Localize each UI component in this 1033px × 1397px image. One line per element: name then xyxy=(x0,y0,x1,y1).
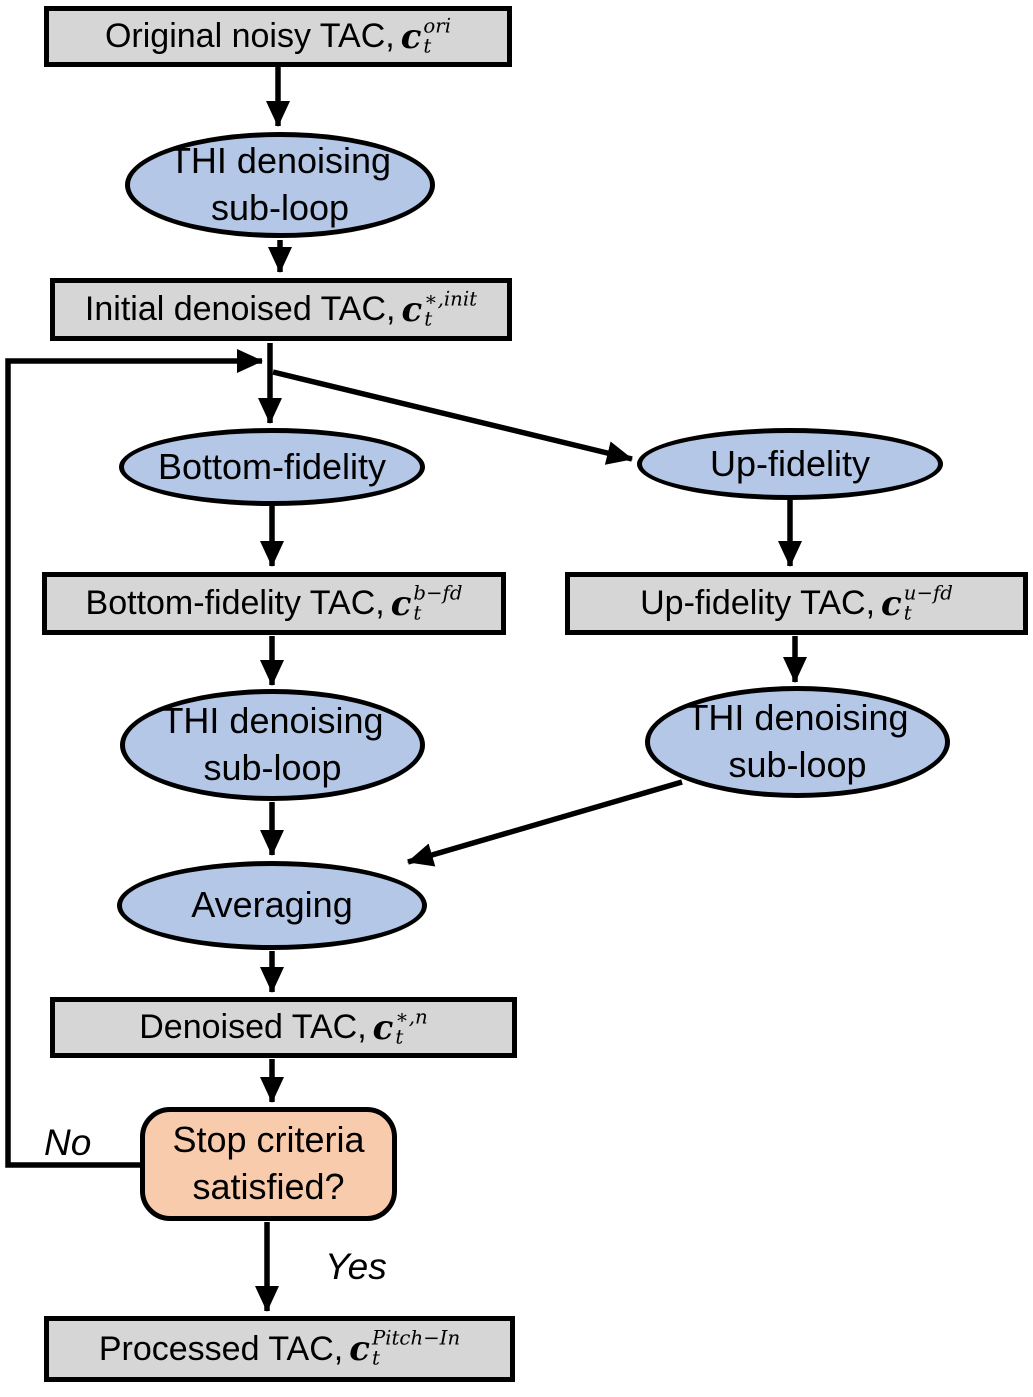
node-averaging: Averaging xyxy=(117,861,427,950)
node-label: Bottom-fidelity TAC, xyxy=(85,584,385,622)
node-label: Up-fidelity xyxy=(709,442,871,484)
node-label: Bottom-fidelity xyxy=(157,445,387,487)
node-thi-denoising-subloop-2: THI denoising sub-loop xyxy=(120,689,425,801)
node-label-line1: Stop criteria xyxy=(172,1119,365,1161)
node-label-line1: THI denoising xyxy=(686,697,909,739)
node-label: Averaging xyxy=(191,884,353,926)
node-label-line2: sub-loop xyxy=(728,744,867,785)
node-bottom-fidelity: Bottom-fidelity xyxy=(119,428,425,506)
node-up-fidelity: Up-fidelity xyxy=(637,428,943,500)
node-thi-denoising-subloop-3: THI denoising sub-loop xyxy=(645,686,950,798)
node-label-line2: sub-loop xyxy=(203,747,342,788)
node-label-line1: THI denoising xyxy=(168,140,392,182)
edge-thi3-to-averaging xyxy=(407,779,683,867)
node-label-line2: sub-loop xyxy=(210,187,350,228)
node-label: Denoised TAC, xyxy=(139,1008,367,1046)
node-label-line2: satisfied? xyxy=(192,1166,345,1207)
node-label: Processed TAC, xyxy=(98,1329,344,1368)
edge-branch-to-up-fidelity xyxy=(272,369,633,465)
edge-no-feedback-loop xyxy=(5,349,263,1168)
node-label-line1: THI denoising xyxy=(161,700,384,742)
node-label: Up-fidelity TAC, xyxy=(640,584,876,622)
edge-label-no: No xyxy=(44,1122,92,1163)
node-stop-criteria: Stop criteria satisfied? xyxy=(140,1107,397,1221)
node-label: Original noisy TAC, xyxy=(104,17,395,55)
edge-label-yes: Yes xyxy=(325,1246,387,1287)
node-thi-denoising-subloop-1: THI denoising sub-loop xyxy=(125,132,435,238)
node-label: Initial denoised TAC, xyxy=(84,290,396,328)
